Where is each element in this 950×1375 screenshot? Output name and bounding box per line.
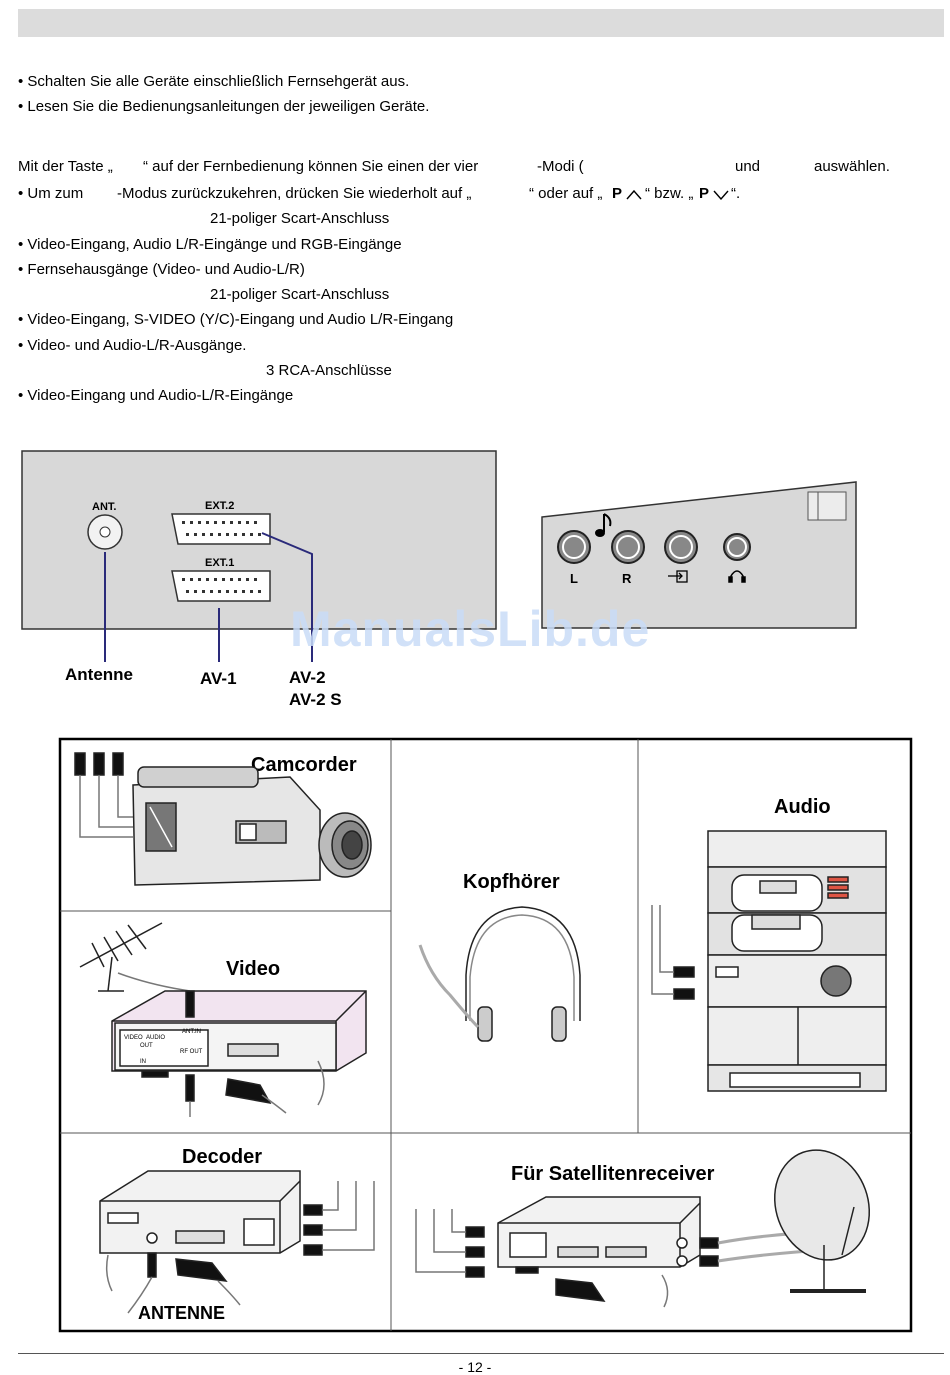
audio-label: Audio [774,796,831,818]
ext1-label: 21-poliger Scart-Anschluss [210,210,390,227]
return-text-a: • Um zum [18,185,84,202]
ext1-panel-label: EXT.1 [205,557,234,569]
modes-text-b: “ auf der Fernbedienung können Sie einen… [143,158,479,175]
satellite-receiver-icon [415,1196,841,1308]
antenne-label: Antenne [65,665,133,684]
back-panel-illustration: ANT. EXT.2 EXT.1 Antenne AV-1 AV-2 AV-2 … [21,450,857,709]
side-r-label: R [622,571,632,586]
satellit-label: Für Satellitenreceiver [511,1163,715,1185]
hifi-system-icon [651,830,887,1092]
scart-ext1-icon [171,570,271,602]
decoder-antenne-label: ANTENNE [138,1303,225,1323]
ext1-item-2: • Fernsehausgänge (Video- und Audio-L/R) [18,261,305,278]
scart-ext2-icon [171,513,271,545]
return-text-c: “ oder auf „ [529,185,603,202]
av2s-label: AV-2 S [289,690,342,709]
headphones-icon [728,570,746,583]
av2-label: AV-2 [289,668,326,687]
rca-item-1: • Video-Eingang und Audio-L/R-Eingänge [18,387,294,404]
p-up-symbol: P [612,185,623,202]
ext2-item-1: • Video-Eingang, S-VIDEO (Y/C)-Eingang u… [18,311,454,328]
camcorder-icon [74,752,372,886]
watermark: ManualsLib.de [290,601,651,657]
decoder-label: Decoder [182,1146,262,1168]
vcr-icon [111,990,367,1117]
ext2-item-2: • Video- und Audio-L/R-Ausgänge. [18,337,247,354]
rca-label: 3 RCA-Anschlüsse [266,362,392,379]
svg-text:AUDIO: AUDIO [146,1035,165,1041]
modes-text-a: Mit der Taste „ [18,158,113,175]
chevron-down-icon [713,190,729,200]
music-note-icon [595,513,612,537]
ant-label: ANT. [92,501,116,513]
page-number: - 12 - [458,1359,492,1375]
modes-text-c: -Modi ( [537,158,584,175]
antenna-icon [79,922,191,992]
svg-text:VIDEO: VIDEO [124,1035,143,1041]
ext2-panel-label: EXT.2 [205,500,234,512]
svg-text:ANT.IN: ANT.IN [182,1029,201,1035]
footer-line [18,1353,944,1354]
decoder-icon [99,1170,375,1314]
video-label: Video [226,958,280,980]
intro-line-1: • Schalten Sie alle Geräte einschließlic… [18,73,410,90]
return-text-g: “. [731,185,741,202]
ext1-item-1: • Video-Eingang, Audio L/R-Eingänge und … [18,236,402,253]
intro-line-2: • Lesen Sie die Bedienungsanleitungen de… [18,98,430,115]
return-text-e: “ bzw. „ [645,185,694,202]
svg-text:IN: IN [140,1059,146,1065]
return-text-b: -Modus zurückzukehren, drücken Sie wiede… [117,185,472,202]
modes-text-d: und [735,158,761,175]
input-icon [668,570,688,583]
device-grid: Camcorder Video [58,737,913,1333]
ext2-label: 21-poliger Scart-Anschluss [210,286,390,303]
headphones-large-icon [418,906,581,1042]
header-bar [18,9,944,37]
av1-label: AV-1 [200,669,237,688]
p-down-symbol: P [699,185,710,202]
satellite-dish-icon [773,1149,871,1293]
svg-text:RF OUT: RF OUT [180,1049,203,1055]
svg-text:OUT: OUT [140,1043,153,1049]
modes-text-e: auswählen. [814,158,890,175]
kopfhoerer-label: Kopfhörer [463,871,560,893]
side-l-label: L [570,571,578,586]
camcorder-label: Camcorder [251,754,357,776]
chevron-up-icon [626,189,642,200]
